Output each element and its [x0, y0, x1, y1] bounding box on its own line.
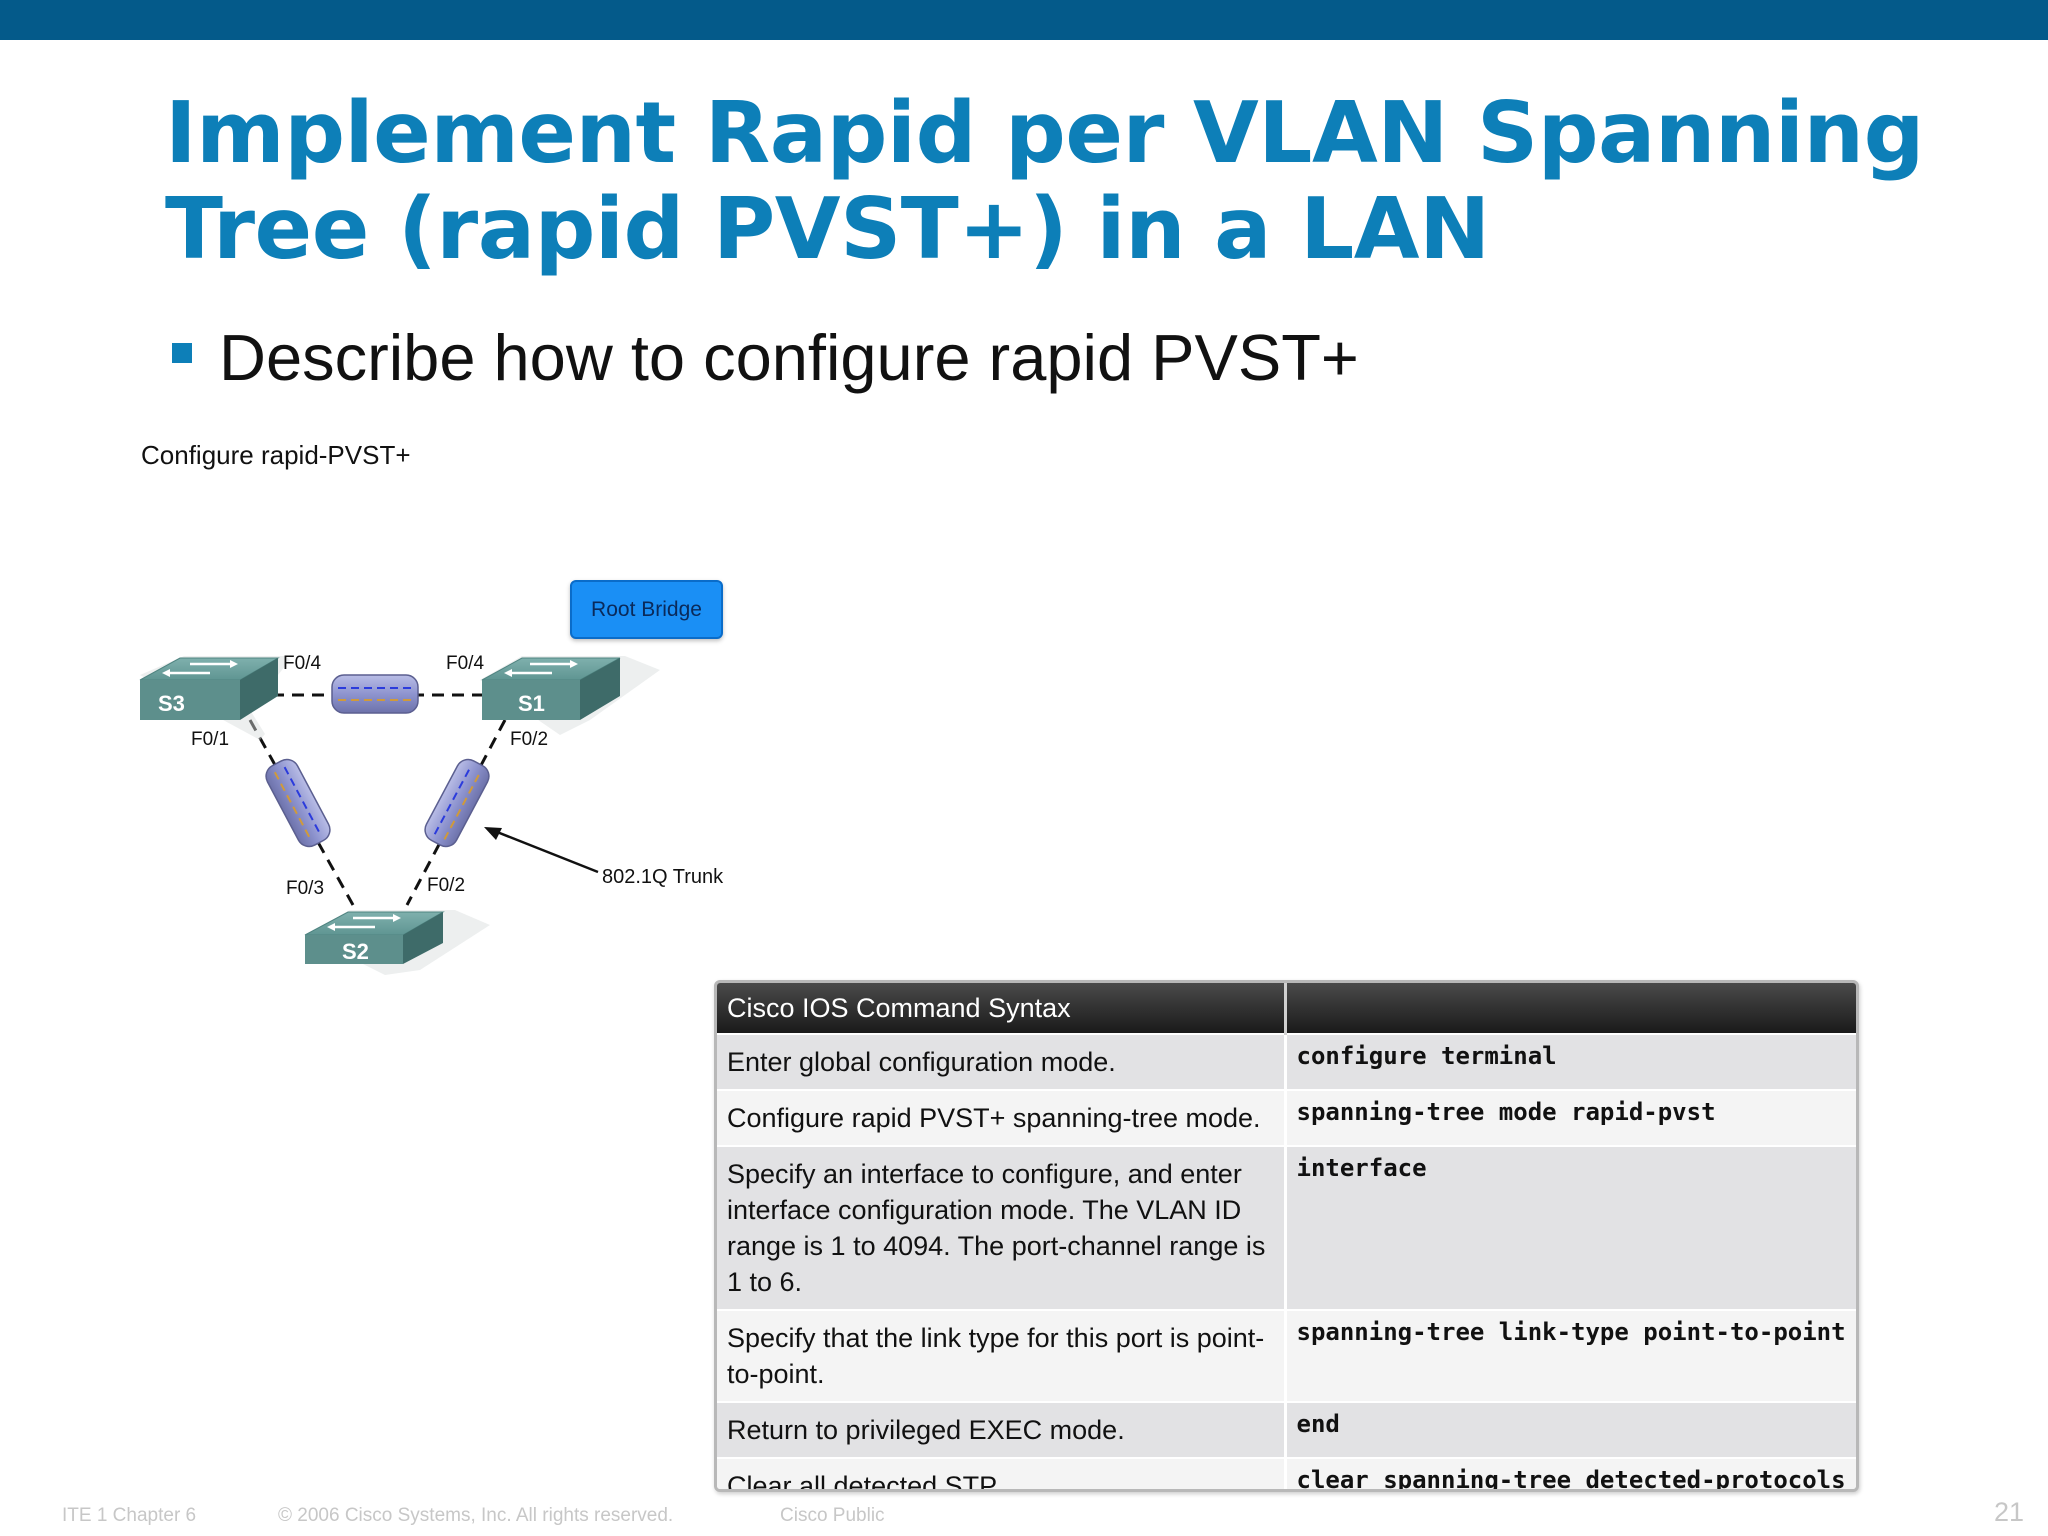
row-description: Return to privileged EXEC mode. [717, 1401, 1287, 1458]
network-topology-diagram: 802.1Q Trunk S3 S1 S2 F0/4 F0/ [139, 653, 724, 975]
title-line-1: Implement Rapid per VLAN Spanning [165, 84, 1924, 183]
table-row: Specify an interface to configure, and e… [717, 1145, 1856, 1310]
port-label-s3-f01: F0/1 [191, 729, 229, 750]
switch-s2[interactable]: S2 [304, 910, 490, 975]
table-row: Return to privileged EXEC mode. end [717, 1401, 1856, 1458]
table-row: Clear all detected STP. clear spanning-t… [717, 1457, 1856, 1489]
row-command: clear spanning-tree detected-protocols [1285, 1457, 1856, 1489]
switch-s2-label: S2 [342, 939, 369, 964]
table-row: Specify that the link type for this port… [717, 1309, 1856, 1402]
bullet-item: Describe how to configure rapid PVST+ [172, 318, 1672, 398]
row-description: Configure rapid PVST+ spanning-tree mode… [717, 1089, 1287, 1146]
row-command: spanning-tree link-type point-to-point [1285, 1309, 1856, 1402]
slide-title: Implement Rapid per VLAN Spanning Tree (… [165, 86, 1985, 278]
row-command: spanning-tree mode rapid-pvst [1285, 1089, 1856, 1146]
port-label-s1-f02: F0/2 [510, 729, 548, 750]
title-line-2: Tree (rapid PVST+) in a LAN [165, 180, 1490, 279]
footer-copyright: © 2006 Cisco Systems, Inc. All rights re… [278, 1505, 674, 1526]
top-banner [0, 0, 2048, 40]
command-table: Cisco IOS Command Syntax Enter global co… [717, 983, 1856, 1489]
table-row: Enter global configuration mode. configu… [717, 1033, 1856, 1090]
row-description: Enter global configuration mode. [717, 1033, 1287, 1090]
footer-classification: Cisco Public [780, 1505, 885, 1526]
bullet-text: Describe how to configure rapid PVST+ [219, 321, 1359, 394]
port-label-s2-f03: F0/3 [286, 878, 324, 899]
trunk-cylinder-left [265, 758, 331, 848]
row-description: Clear all detected STP. [717, 1457, 1287, 1489]
row-description: Specify that the link type for this port… [717, 1309, 1287, 1402]
port-label-s3-f04: F0/4 [283, 653, 321, 674]
table-header-row: Cisco IOS Command Syntax [717, 983, 1856, 1034]
trunk-label: 802.1Q Trunk [602, 866, 724, 888]
row-command: end [1285, 1401, 1856, 1458]
table-header-command [1285, 983, 1856, 1034]
switch-s3[interactable]: S3 [139, 656, 290, 740]
switch-s1-label: S1 [518, 691, 545, 716]
table-header-description: Cisco IOS Command Syntax [717, 983, 1287, 1034]
switch-s3-label: S3 [158, 691, 185, 716]
trunk-cylinder-top [331, 674, 419, 714]
row-description: Specify an interface to configure, and e… [717, 1145, 1287, 1310]
figure-caption: Configure rapid-PVST+ [141, 440, 411, 470]
trunk-pointer-line [491, 828, 599, 874]
port-label-s1-f04: F0/4 [446, 653, 484, 674]
root-bridge-button[interactable]: Root Bridge [570, 580, 723, 639]
page-number: 21 [1994, 1497, 2025, 1527]
port-label-s2-f02: F0/2 [427, 875, 465, 896]
row-command: configure terminal [1285, 1033, 1856, 1090]
trunk-cylinder-right [424, 758, 490, 848]
switch-s1[interactable]: S1 [480, 656, 660, 735]
trunk-pointer-arrowhead [484, 827, 502, 840]
footer-chapter: ITE 1 Chapter 6 [62, 1505, 197, 1526]
row-command: interface [1285, 1145, 1856, 1310]
bullet-square-icon [172, 343, 192, 363]
command-syntax-table: Cisco IOS Command Syntax Enter global co… [714, 980, 1859, 1492]
table-row: Configure rapid PVST+ spanning-tree mode… [717, 1089, 1856, 1146]
